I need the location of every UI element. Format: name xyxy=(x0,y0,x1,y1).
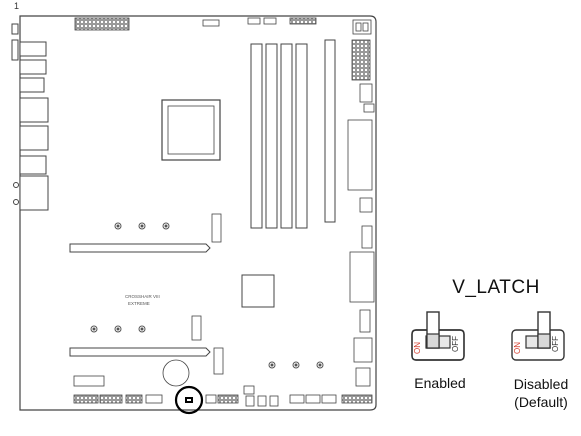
v-latch-location xyxy=(174,385,204,415)
label-disabled: Disabled (Default) xyxy=(505,375,577,411)
model-text-line2: EXTREME xyxy=(128,301,150,306)
right-edge-components xyxy=(347,39,375,387)
off-label: OFF xyxy=(551,336,560,352)
bottom-components xyxy=(73,359,373,407)
motherboard-layout: 1 xyxy=(11,1,377,415)
label-disabled-line2: (Default) xyxy=(514,394,568,410)
label-enabled: Enabled xyxy=(414,375,466,391)
on-label: ON xyxy=(513,342,522,354)
label-disabled-line1: Disabled xyxy=(513,376,569,392)
m2-standoffs xyxy=(90,222,324,369)
chipset xyxy=(241,274,275,308)
highlight-circle xyxy=(174,385,204,415)
off-label: OFF xyxy=(451,336,460,352)
switch-enabled-diagram: ON OFF xyxy=(411,311,465,361)
memory-slots xyxy=(250,39,336,229)
cpu-socket xyxy=(161,99,221,161)
jumper-title: V_LATCH xyxy=(452,277,540,298)
switch-disabled-diagram: ON OFF xyxy=(511,311,565,361)
pin-marker: 1 xyxy=(14,1,19,11)
pcie-slots xyxy=(69,243,211,357)
model-text-line1: CROSSHAIR VIII xyxy=(125,294,160,299)
top-connectors xyxy=(74,17,372,35)
m2-connectors xyxy=(191,213,224,375)
rear-io-ports xyxy=(11,23,49,211)
on-label: ON xyxy=(413,342,422,354)
